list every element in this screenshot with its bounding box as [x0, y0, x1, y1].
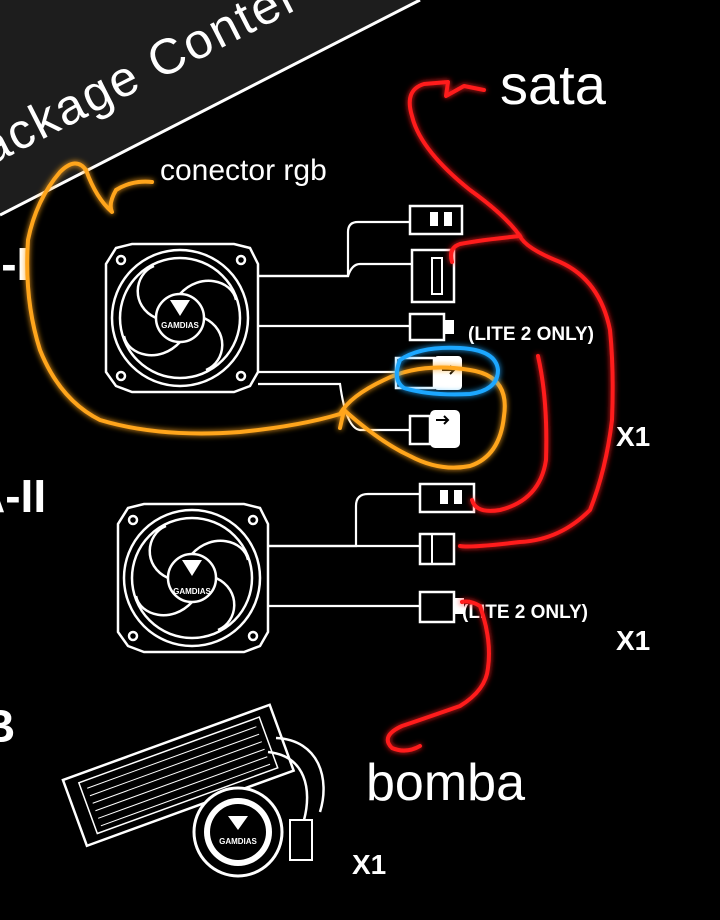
connector-a2-3pin [418, 532, 456, 566]
connector-a1-lite [408, 312, 454, 342]
connector-a1-argb-female [408, 410, 460, 448]
side-label-a2: A-II [0, 470, 46, 522]
blue-annotation-argb [394, 345, 500, 397]
annotation-sata: sata [500, 53, 607, 116]
annotation-pump: bomba [366, 754, 525, 812]
lite-note-a2: (LITE 2 ONLY) [462, 602, 588, 623]
cables-a1 [258, 220, 412, 432]
fan-a1-brand: GAMDIAS [161, 321, 199, 330]
side-label-b: B [0, 700, 15, 752]
connector-a1-argb-male [394, 356, 462, 390]
connector-a1-sata [410, 248, 456, 304]
annotation-rgb: conector rgb [160, 154, 327, 187]
cables-a2 [268, 492, 420, 608]
pump-brand: GAMDIAS [219, 837, 257, 846]
red-annotation-sata [385, 80, 615, 753]
fan-a2: GAMDIAS [116, 502, 270, 654]
quantity-a1: X1 [616, 421, 650, 452]
radiator-pump-b: GAMDIAS [61, 703, 325, 878]
orange-annotation-rgb [25, 161, 507, 470]
lite-note-a1: (LITE 2 ONLY) [468, 324, 594, 345]
connector-a1-4pin [408, 204, 464, 236]
fan-a2-brand: GAMDIAS [173, 587, 211, 596]
fan-a1: GAMDIAS [104, 242, 260, 394]
connector-a2-4pin [418, 482, 476, 514]
connector-a2-lite [418, 590, 464, 624]
side-label-a1: A-I [0, 238, 29, 290]
quantity-a2: X1 [616, 625, 650, 656]
quantity-b: X1 [352, 849, 386, 880]
